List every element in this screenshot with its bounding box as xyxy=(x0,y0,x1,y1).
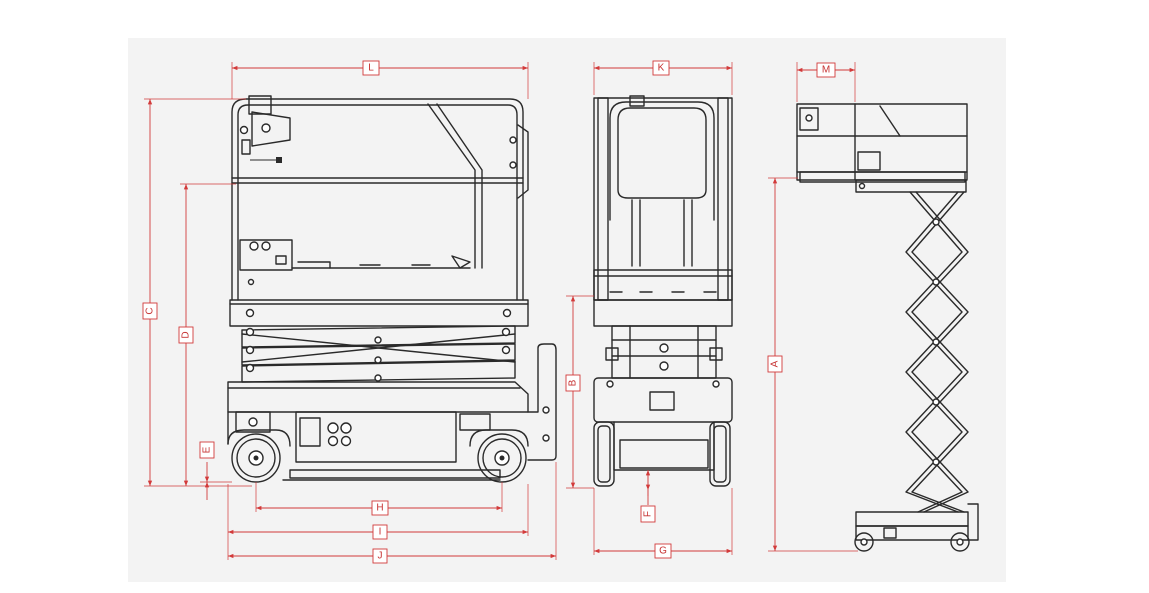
label-D: D xyxy=(181,331,192,338)
dimension-label-I: I xyxy=(372,524,388,540)
dimension-label-M: M xyxy=(816,62,836,78)
dimension-label-A: A xyxy=(767,355,783,373)
label-J: J xyxy=(378,551,383,562)
dimension-label-G: G xyxy=(654,543,672,559)
extended-view xyxy=(796,103,979,552)
label-C: C xyxy=(145,307,156,314)
dimension-label-K: K xyxy=(652,60,670,76)
dimension-label-D: D xyxy=(178,326,194,344)
label-B: B xyxy=(568,379,579,386)
label-M: M xyxy=(822,65,830,76)
dimension-label-C: C xyxy=(142,302,158,320)
front-view xyxy=(593,95,733,487)
dimension-label-J: J xyxy=(372,548,388,564)
label-K: K xyxy=(658,63,665,74)
label-L: L xyxy=(368,63,374,74)
dimension-label-E: E xyxy=(199,441,215,459)
side-view xyxy=(227,95,557,483)
label-A: A xyxy=(770,360,781,367)
label-I: I xyxy=(379,527,382,538)
label-F: F xyxy=(643,511,654,517)
label-E: E xyxy=(202,446,213,453)
drawing-background xyxy=(128,38,1006,582)
dimension-label-H: H xyxy=(371,500,389,516)
dimension-label-F: F xyxy=(640,505,656,523)
dimension-label-L: L xyxy=(362,60,380,76)
dimension-label-B: B xyxy=(565,374,581,392)
label-H: H xyxy=(376,503,383,514)
label-G: G xyxy=(659,546,667,557)
